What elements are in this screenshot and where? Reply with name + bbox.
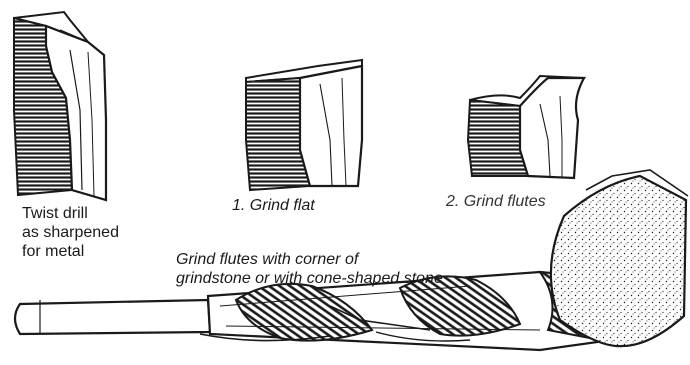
ground-flutes-drill-tip-icon [468,76,584,178]
bottom-caption: Grind flutes with corner of grindstone o… [176,250,443,288]
ground-flat-drill-tip-icon [246,60,362,190]
step2-label: 2. Grind flutes [446,192,546,211]
step1-label: 1. Grind flat [232,196,315,215]
twist-drill-label-line: Twist drill [22,204,119,223]
twist-drill-tip-icon [14,12,106,200]
bottom-caption-line: Grind flutes with corner of [176,250,443,269]
twist-drill-label-line: for metal [22,242,119,261]
twist-drill-label-line: as sharpened [22,223,119,242]
bottom-caption-line: grindstone or with cone-shaped stone [176,269,443,288]
twist-drill-label: Twist drill as sharpened for metal [22,204,119,261]
